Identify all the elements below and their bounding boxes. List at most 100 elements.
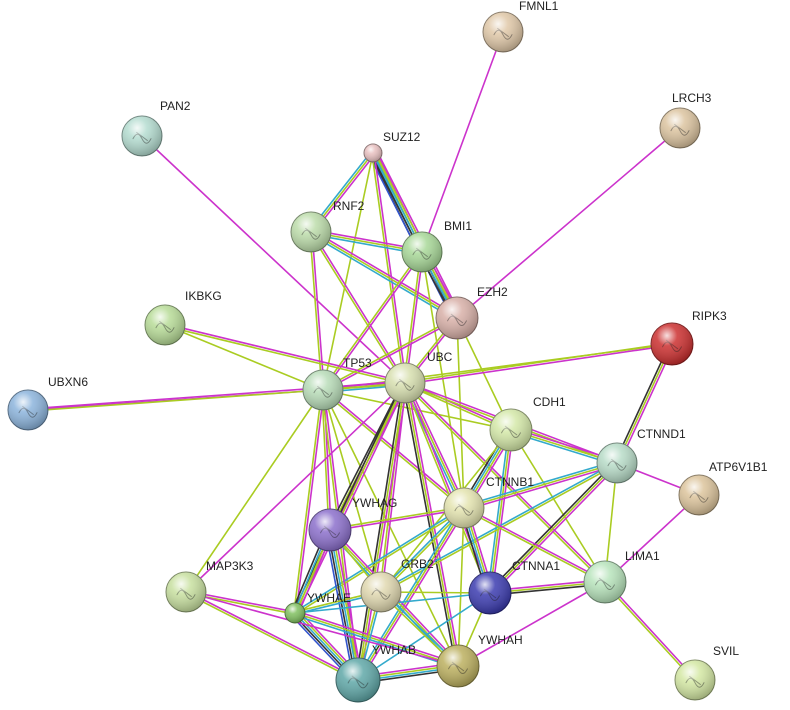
node-label: LRCH3 bbox=[672, 91, 712, 105]
edge-tp53-ywhah[interactable] bbox=[322, 389, 459, 667]
node-highlight bbox=[651, 323, 693, 365]
node-ctnnd1[interactable]: CTNND1 bbox=[596, 427, 686, 484]
node-label: FMNL1 bbox=[519, 0, 559, 13]
node-highlight bbox=[336, 658, 380, 702]
edge-ywhae-ywhah[interactable] bbox=[293, 610, 460, 669]
edge-ctnnb1-ywhah[interactable] bbox=[457, 507, 465, 667]
edge-line-experimental bbox=[295, 389, 325, 614]
node-ywhag[interactable]: YWHAG bbox=[308, 496, 397, 552]
edge-line-database bbox=[293, 614, 459, 669]
edge-ikbkg-ubc[interactable] bbox=[163, 323, 407, 385]
edge-ywhah-lima1[interactable] bbox=[457, 581, 606, 667]
node-rnf2[interactable]: RNF2 bbox=[290, 199, 365, 253]
node-map3k3[interactable]: MAP3K3 bbox=[165, 559, 254, 613]
edge-ubc-ywhab[interactable] bbox=[355, 381, 408, 682]
node-svil[interactable]: SVIL bbox=[674, 644, 739, 701]
edge-line-textmining bbox=[294, 612, 459, 667]
edge-line-textmining bbox=[321, 316, 458, 390]
node-fmnl1[interactable]: FMNL1 bbox=[482, 0, 559, 53]
node-ikbkg[interactable]: IKBKG bbox=[144, 289, 222, 346]
edge-line-textmining bbox=[322, 389, 459, 667]
edge-ctnnb1-lima1[interactable] bbox=[462, 506, 607, 584]
edge-line-textmining bbox=[489, 429, 512, 594]
node-tp53[interactable]: TP53 bbox=[302, 356, 372, 411]
edge-ctnnd1-ctnna1[interactable] bbox=[487, 460, 620, 596]
node-ubxn6[interactable]: UBXN6 bbox=[7, 375, 88, 431]
node-ywhab[interactable]: YWHAB bbox=[335, 643, 416, 703]
node-lrch3[interactable]: LRCH3 bbox=[659, 91, 712, 149]
node-label: CTNND1 bbox=[637, 427, 686, 441]
node-ripk3[interactable]: RIPK3 bbox=[650, 309, 727, 366]
node-label: YWHAE bbox=[307, 591, 351, 605]
edge-lima1-svil[interactable] bbox=[603, 580, 697, 682]
edge-ikbkg-tp53[interactable] bbox=[164, 324, 324, 391]
edge-tp53-map3k3[interactable] bbox=[185, 389, 324, 593]
node-cdh1[interactable]: CDH1 bbox=[489, 395, 566, 452]
node-label: SVIL bbox=[713, 644, 739, 658]
edge-bmi1-ubc[interactable] bbox=[403, 251, 424, 384]
edge-map3k3-ywhab[interactable] bbox=[184, 590, 360, 682]
edge-fmnl1-bmi1[interactable] bbox=[421, 31, 504, 253]
edge-lrch3-ezh2[interactable] bbox=[456, 127, 681, 319]
edge-ezh2-ctnnb1[interactable] bbox=[456, 317, 465, 509]
edge-ywhag-ywhab[interactable] bbox=[324, 528, 364, 682]
edge-line-textmining bbox=[403, 382, 490, 595]
node-label: GRB2 bbox=[401, 557, 434, 571]
node-ywhah[interactable]: YWHAH bbox=[436, 633, 523, 688]
node-highlight bbox=[166, 572, 206, 612]
edge-map3k3-ywhah[interactable] bbox=[185, 591, 459, 667]
node-pan2[interactable]: PAN2 bbox=[121, 99, 191, 157]
edge-line-textmining bbox=[309, 231, 405, 385]
edge-rnf2-tp53[interactable] bbox=[309, 231, 325, 391]
edge-cdh1-lima1[interactable] bbox=[510, 429, 606, 583]
edge-rnf2-ubc[interactable] bbox=[309, 230, 407, 385]
edge-line-experimental bbox=[373, 152, 407, 384]
edge-ezh2-tp53[interactable] bbox=[321, 316, 459, 392]
edge-line-textmining bbox=[185, 389, 324, 593]
edge-line-textmining bbox=[463, 462, 618, 509]
edge-line-textmining bbox=[294, 508, 466, 615]
edge-ctnnb1-ywhae[interactable] bbox=[293, 506, 466, 615]
edge-ubc-ywhae[interactable] bbox=[292, 381, 408, 615]
edge-line-coexpression bbox=[327, 529, 357, 682]
node-highlight bbox=[291, 212, 331, 252]
node-label: SUZ12 bbox=[383, 130, 421, 144]
edge-tp53-ywhae[interactable] bbox=[293, 389, 325, 614]
node-ubc[interactable]: UBC bbox=[384, 350, 453, 404]
edge-line-database bbox=[487, 428, 510, 594]
node-ctnnb1[interactable]: CTNNB1 bbox=[443, 475, 534, 529]
edge-ctnnb1-ywhag[interactable] bbox=[329, 506, 465, 532]
node-lima1[interactable]: LIMA1 bbox=[583, 549, 660, 604]
node-ezh2[interactable]: EZH2 bbox=[435, 285, 508, 340]
edge-ubc-ctnna1[interactable] bbox=[403, 381, 492, 595]
edge-pan2-ubc[interactable] bbox=[141, 135, 406, 384]
edge-bmi1-ctnnb1[interactable] bbox=[421, 251, 465, 509]
node-ctnna1[interactable]: CTNNA1 bbox=[468, 559, 560, 615]
edge-suz12-tp53[interactable] bbox=[322, 152, 374, 391]
edge-line-experimental bbox=[185, 590, 360, 680]
edge-ctnnd1-ctnnb1[interactable] bbox=[462, 460, 619, 511]
node-atp6v1b1[interactable]: ATP6V1B1 bbox=[678, 460, 768, 516]
node-highlight bbox=[145, 305, 185, 345]
edge-ripk3-ctnnd1[interactable] bbox=[614, 342, 675, 465]
edge-line-experimental bbox=[405, 381, 492, 594]
edge-ubc-map3k3[interactable] bbox=[185, 382, 406, 593]
node-label: CDH1 bbox=[533, 395, 566, 409]
edge-line-experimental bbox=[164, 323, 407, 383]
edge-cdh1-ctnna1[interactable] bbox=[487, 428, 514, 595]
node-bmi1[interactable]: BMI1 bbox=[401, 219, 472, 273]
edge-line-textmining bbox=[403, 251, 422, 384]
node-suz12[interactable]: SUZ12 bbox=[363, 130, 421, 163]
edge-line-coexpression bbox=[614, 342, 671, 463]
node-label: PAN2 bbox=[160, 99, 191, 113]
edge-line-database bbox=[293, 506, 465, 613]
edge-line-experimental bbox=[296, 383, 408, 615]
edge-suz12-ubc[interactable] bbox=[371, 152, 407, 384]
edge-ywhab-ctnna1[interactable] bbox=[357, 592, 491, 681]
edge-line-experimental bbox=[463, 464, 619, 511]
edge-line-experimental bbox=[421, 31, 504, 253]
node-highlight bbox=[303, 370, 343, 410]
node-grb2[interactable]: GRB2 bbox=[360, 557, 434, 613]
node-highlight bbox=[597, 443, 637, 483]
node-ywhae[interactable]: YWHAE bbox=[284, 591, 351, 624]
